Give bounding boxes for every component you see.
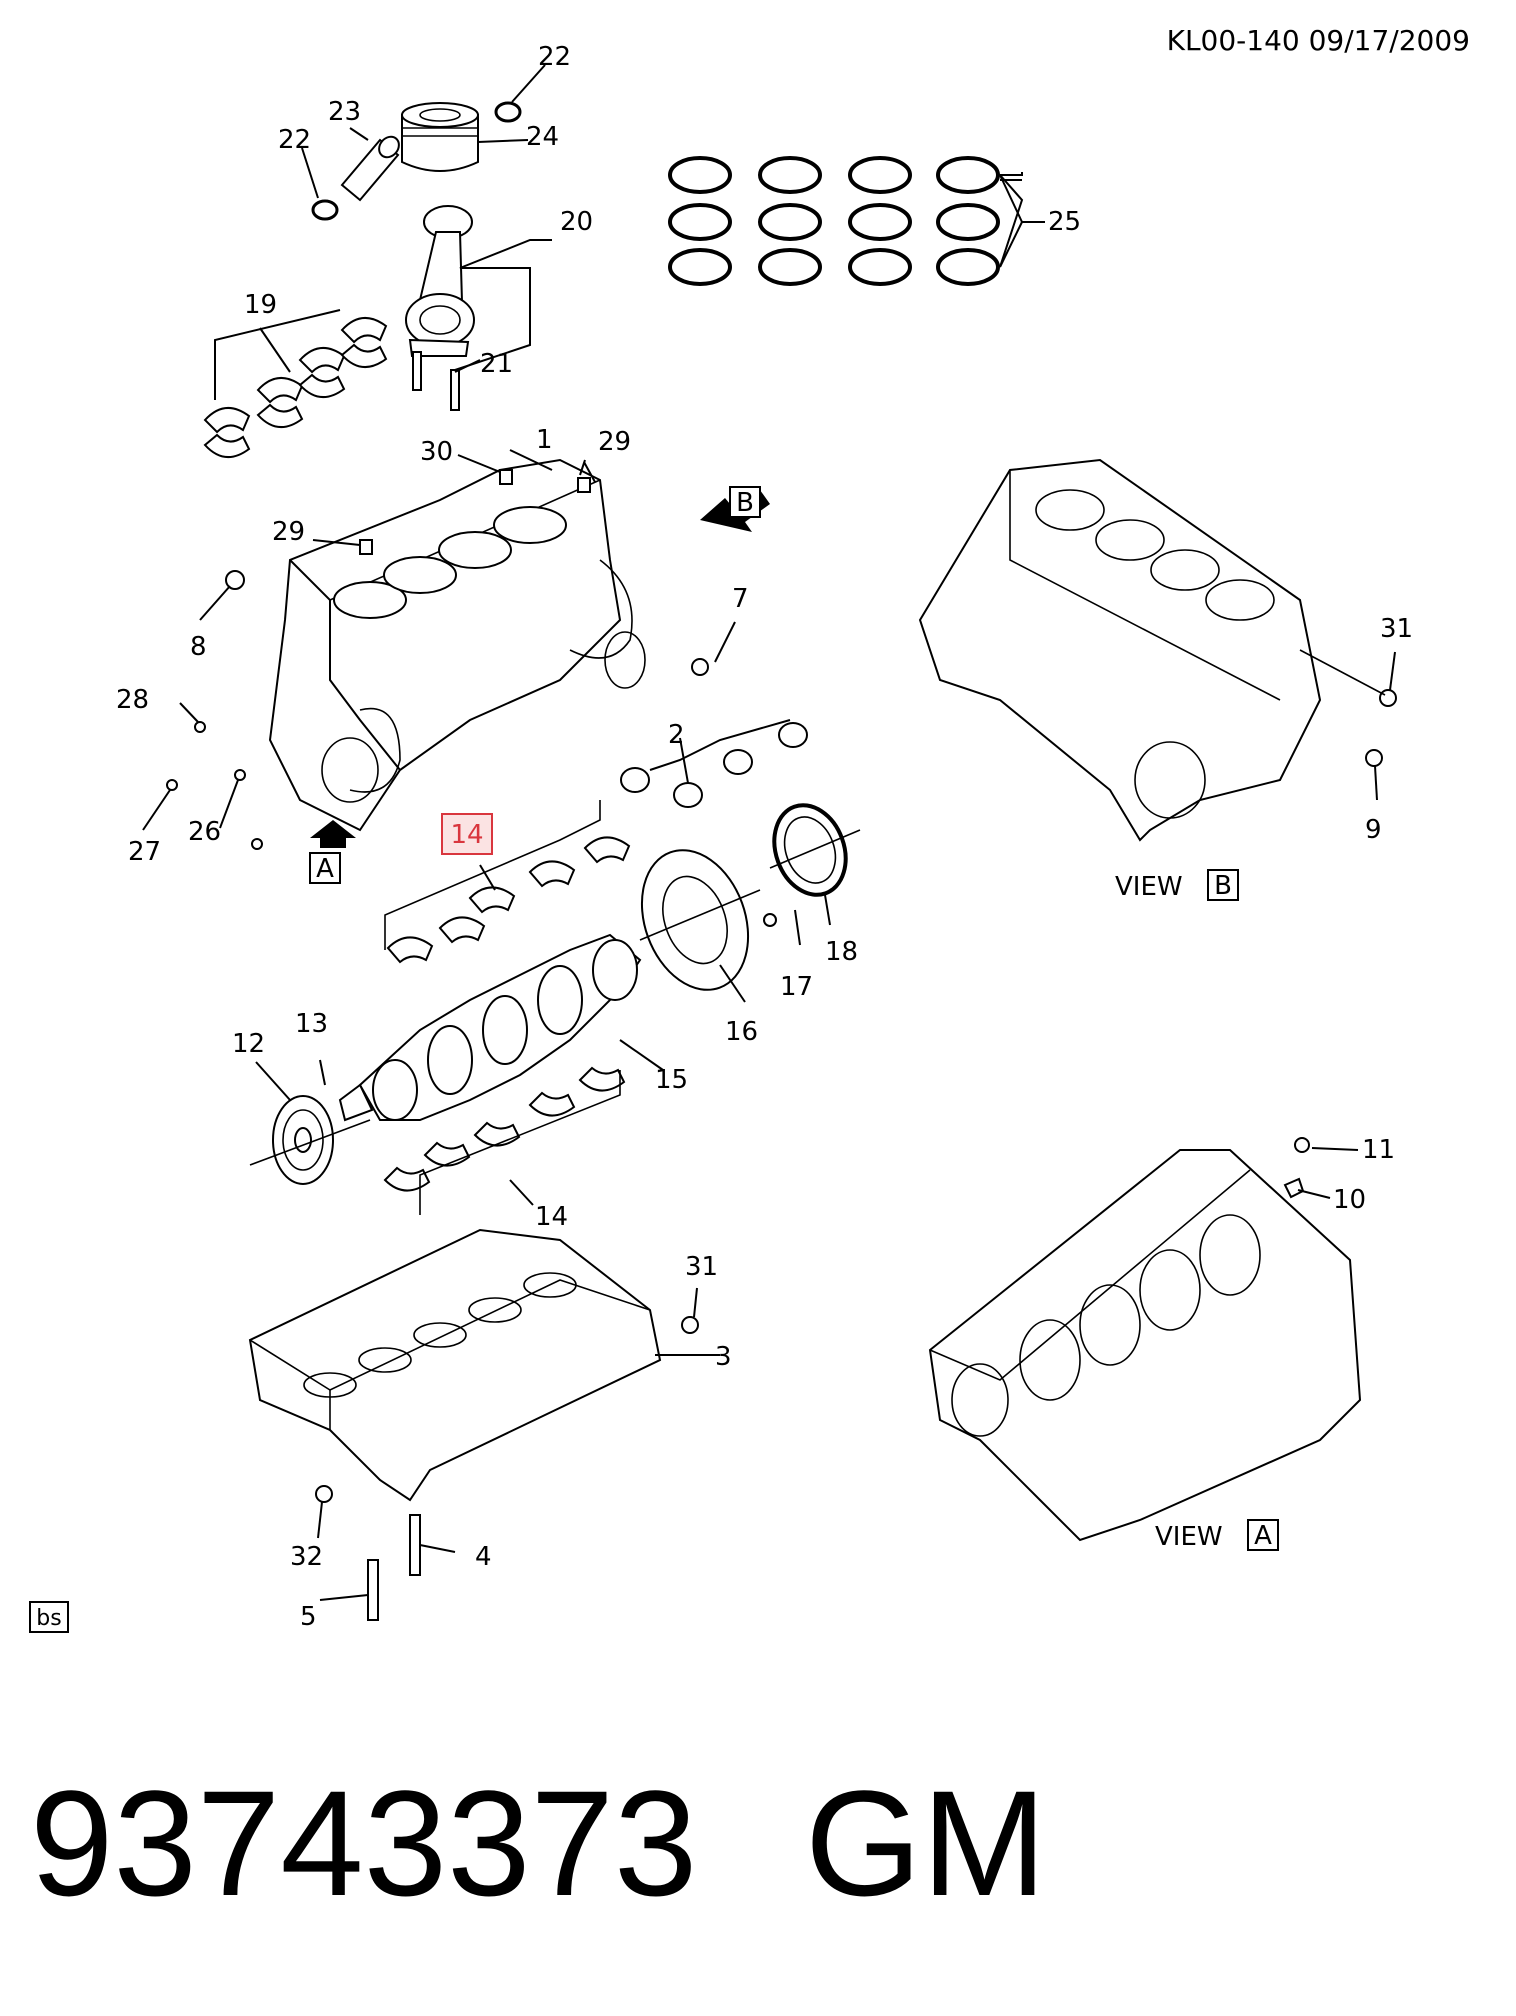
diagram-reference-code: KL00-140 09/17/2009 (1167, 24, 1470, 57)
view-a-label: VIEW (1155, 1522, 1223, 1552)
view-b-letter: B (1214, 871, 1232, 901)
callout-31-view-b: 31 (1380, 614, 1413, 644)
callout-8: 8 (190, 632, 207, 662)
callout-20: 20 (560, 207, 593, 237)
callout-14-highlighted: 14 (450, 820, 483, 850)
callout-26: 26 (188, 817, 221, 847)
reluctor-ring (639, 849, 761, 991)
piston-rings (668, 156, 1000, 286)
leader-lines (142, 64, 1396, 1601)
highlighted-callout-box (441, 813, 493, 855)
callout-25: 25 (1048, 207, 1081, 237)
callout-14-lower: 14 (535, 1202, 568, 1232)
view-b-label: VIEW (1115, 872, 1183, 902)
callout-11: 11 (1362, 1135, 1395, 1165)
bs-badge: bs (36, 1606, 61, 1631)
callout-12: 12 (232, 1029, 265, 1059)
callout-2: 2 (668, 720, 685, 750)
main-bearing-shells-lower (383, 1066, 626, 1215)
callout-13: 13 (295, 1009, 328, 1039)
callout-labels: 22 23 22 24 20 25 19 21 30 1 29 29 8 7 3… (116, 42, 1413, 1632)
brand-name: GM (805, 1759, 1047, 1927)
callout-29-right: 29 (598, 427, 631, 457)
connecting-rod (405, 205, 475, 411)
svg-text:B: B (736, 488, 754, 518)
callout-18: 18 (825, 937, 858, 967)
callout-16: 16 (725, 1017, 758, 1047)
callout-10: 10 (1333, 1185, 1366, 1215)
piston-assembly (311, 101, 522, 221)
bedplate (248, 1228, 699, 1621)
view-b-arrow: B (700, 486, 770, 532)
callout-31-bedplate: 31 (685, 1252, 718, 1282)
crankshaft-sprocket (249, 1095, 371, 1185)
callout-22-top: 22 (538, 42, 571, 72)
bs-badge-box (29, 1601, 69, 1633)
view-a-arrow: A (309, 820, 356, 884)
callout-17: 17 (780, 972, 813, 1002)
callout-23: 23 (328, 97, 361, 127)
callout-3: 3 (715, 1342, 732, 1372)
callout-24: 24 (526, 122, 559, 152)
main-bearing-shells-upper (384, 800, 631, 964)
callout-1: 1 (536, 425, 553, 455)
callout-28: 28 (116, 685, 149, 715)
callout-27: 27 (128, 837, 161, 867)
callout-4: 4 (475, 1542, 492, 1572)
callout-21: 21 (480, 349, 513, 379)
svg-text:A: A (316, 854, 334, 884)
callout-19: 19 (244, 290, 277, 320)
view-a-illustration (928, 1137, 1362, 1542)
o-rings (620, 722, 808, 808)
view-a-letter: A (1254, 1521, 1272, 1551)
crankshaft (338, 933, 642, 1122)
rear-main-seal (763, 803, 861, 927)
view-b-letter-box (1207, 869, 1239, 901)
callout-30: 30 (420, 437, 453, 467)
callout-22-left: 22 (278, 125, 311, 155)
rod-bearing-shells (203, 317, 388, 458)
callout-5: 5 (300, 1602, 317, 1632)
engine-block (166, 458, 709, 850)
view-a-letter-box (1247, 1519, 1279, 1551)
callout-29-left: 29 (272, 517, 305, 547)
part-number: 93743373 (30, 1759, 697, 1927)
callout-32: 32 (290, 1542, 323, 1572)
callout-9: 9 (1365, 815, 1382, 845)
view-b-illustration (918, 458, 1397, 842)
callout-7: 7 (732, 584, 749, 614)
callout-15: 15 (655, 1065, 688, 1095)
